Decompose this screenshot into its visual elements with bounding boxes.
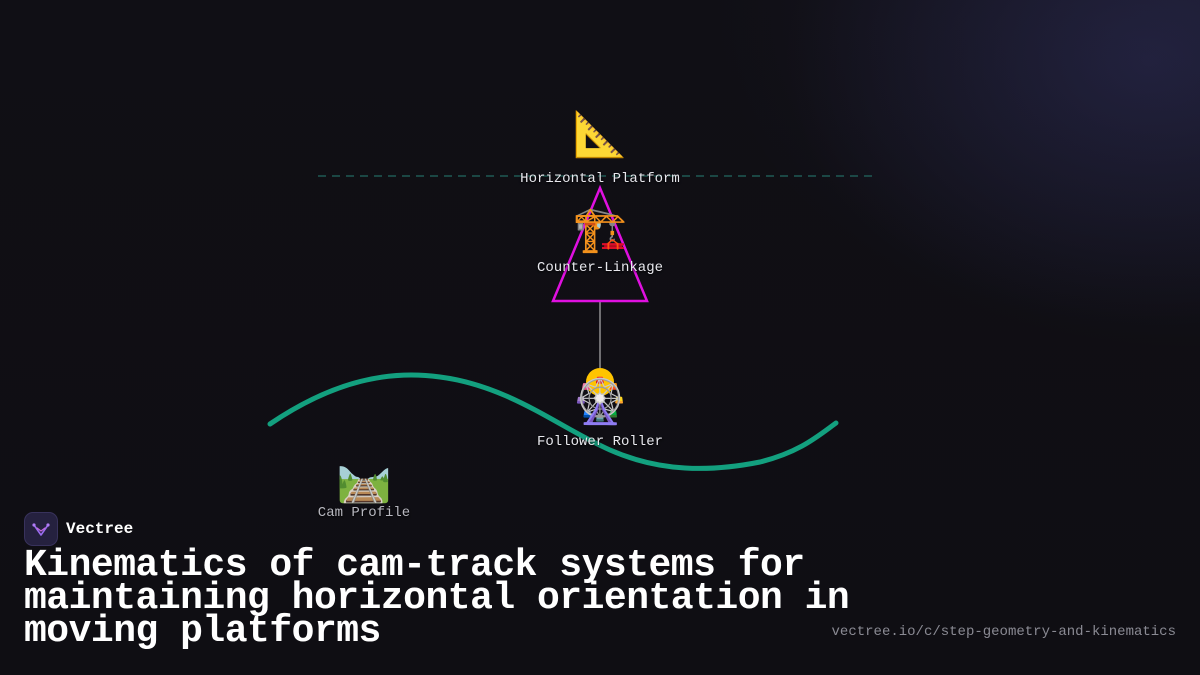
ferris-wheel-icon: 🎡 xyxy=(572,376,628,427)
linkage-triangle xyxy=(551,184,649,303)
source-url: vectree.io/c/step-geometry-and-kinematic… xyxy=(831,624,1176,640)
triangular-ruler-icon: 📐 xyxy=(572,109,628,160)
node-label-counter-linkage: Counter-Linkage xyxy=(536,260,664,276)
node-label-cam-profile: Cam Profile xyxy=(317,505,411,521)
page-title: Kinematics of cam-track systems for main… xyxy=(24,544,850,653)
crane-icon: 🏗️ xyxy=(572,204,628,255)
brand-name: Vectree xyxy=(66,520,134,538)
cam-track-curve xyxy=(267,372,839,471)
brand: Vectree xyxy=(24,512,133,546)
node-label-horizontal-platform: Horizontal Platform xyxy=(520,171,680,187)
railway-track-icon: 🛤️ xyxy=(336,454,392,505)
node-label-follower-roller: Follower Roller xyxy=(536,434,664,450)
roller-dot xyxy=(586,368,614,396)
vectree-logo-icon xyxy=(24,512,58,546)
